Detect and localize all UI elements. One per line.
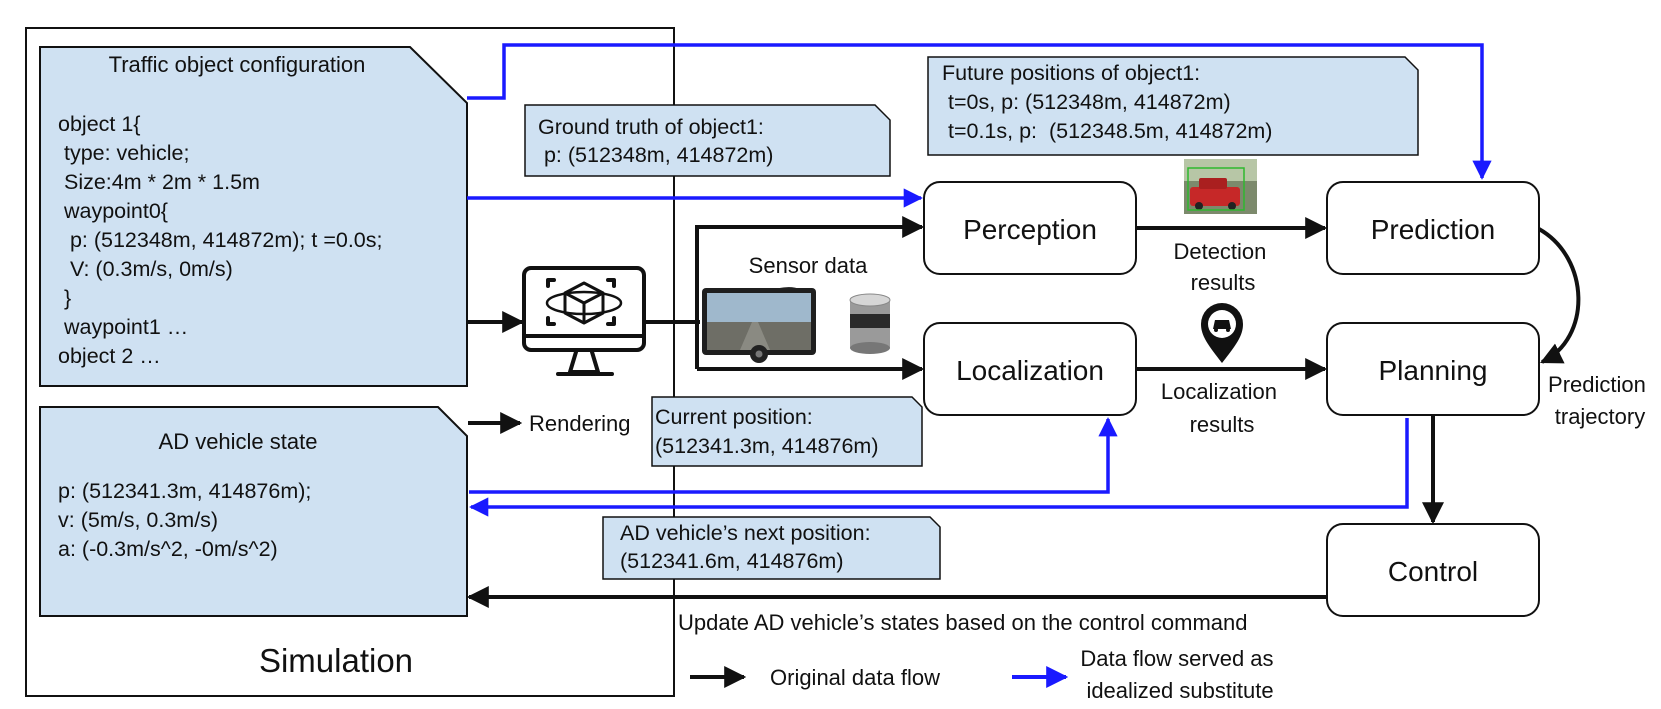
svg-text:Perception: Perception — [963, 214, 1097, 245]
planning-module: Planning — [1326, 322, 1540, 416]
arrow-config-to-prediction — [467, 43, 1492, 180]
control-module: Control — [1326, 523, 1540, 617]
legend: Original data flow Data flow served as i… — [690, 646, 1279, 703]
svg-text:AD vehicle’s next position:: AD vehicle’s next position: (512341.6m, … — [0, 0, 912, 573]
simulation-label: Simulation — [259, 642, 413, 679]
detected-car-photo-icon — [1184, 159, 1257, 214]
ad-state-title: AD vehicle state — [159, 429, 318, 454]
traffic-config-body: object 1{ type: vehicle; Size:4m * 2m * … — [0, 0, 424, 368]
arrow-sensor-to-perception — [695, 216, 925, 369]
traffic-config-note: Traffic object configuration object 1{ t… — [0, 0, 468, 387]
legend-idealized-label: Data flow served as idealized substitute — [1080, 646, 1279, 703]
future-positions-note: Future positions of object1: t=0s, p: (5… — [0, 0, 1419, 156]
ad-state-body: p: (512341.3m, 414876m); v: (5m/s, 0.3m/… — [0, 0, 353, 561]
update-states-label: Update AD vehicle’s states based on the … — [678, 610, 1247, 635]
detection-results-label: Detection results — [1173, 239, 1272, 295]
arrow-planning-to-state — [469, 418, 1409, 517]
legend-original-label: Original data flow — [770, 665, 940, 690]
current-position-note: Current position: (512341.3m, 414876m) — [0, 0, 923, 467]
rendering-label: Rendering — [529, 411, 631, 436]
blue-arrows — [467, 43, 1492, 517]
localization-module: Localization — [923, 322, 1137, 416]
simulation-frame — [25, 27, 675, 697]
prediction-module: Prediction — [1326, 181, 1540, 275]
dashcam-phone-icon — [702, 287, 816, 363]
svg-text:Prediction: Prediction — [1371, 214, 1496, 245]
location-pin-car-icon — [1201, 303, 1243, 363]
black-arrows — [466, 216, 1581, 608]
next-position-note: AD vehicle’s next position: (512341.6m, … — [0, 0, 941, 580]
localization-results-label: Localization results — [1161, 379, 1283, 437]
svg-text:Localization: Localization — [956, 355, 1104, 386]
traffic-config-title: Traffic object configuration — [109, 52, 366, 77]
svg-text:Control: Control — [1388, 556, 1478, 587]
perception-module: Perception — [923, 181, 1137, 275]
prediction-trajectory-label: Prediction trajectory — [1548, 372, 1652, 429]
sensor-data-label: Sensor data — [749, 253, 868, 278]
svg-text:Future positions of object1:: Future positions of object1: t=0s, p: (5… — [0, 0, 1302, 143]
ground-truth-note: Ground truth of object1: p: (512348m, 41… — [0, 0, 891, 177]
svg-text:Ground truth of object1:: Ground truth of object1: p: (512348m, 41… — [0, 0, 806, 167]
svg-text:Planning: Planning — [1379, 355, 1488, 386]
svg-text:Current position: (51234: Current position: (512341.3m, 414876m) — [0, 0, 908, 458]
ad-vehicle-state-note: AD vehicle state p: (512341.3m, 414876m)… — [0, 0, 468, 617]
monitor-3d-cube-icon — [522, 266, 646, 376]
arrow-prediction-to-planning — [1538, 227, 1581, 364]
arrow-state-to-localization — [469, 417, 1118, 494]
lidar-sensor-icon — [849, 293, 891, 354]
